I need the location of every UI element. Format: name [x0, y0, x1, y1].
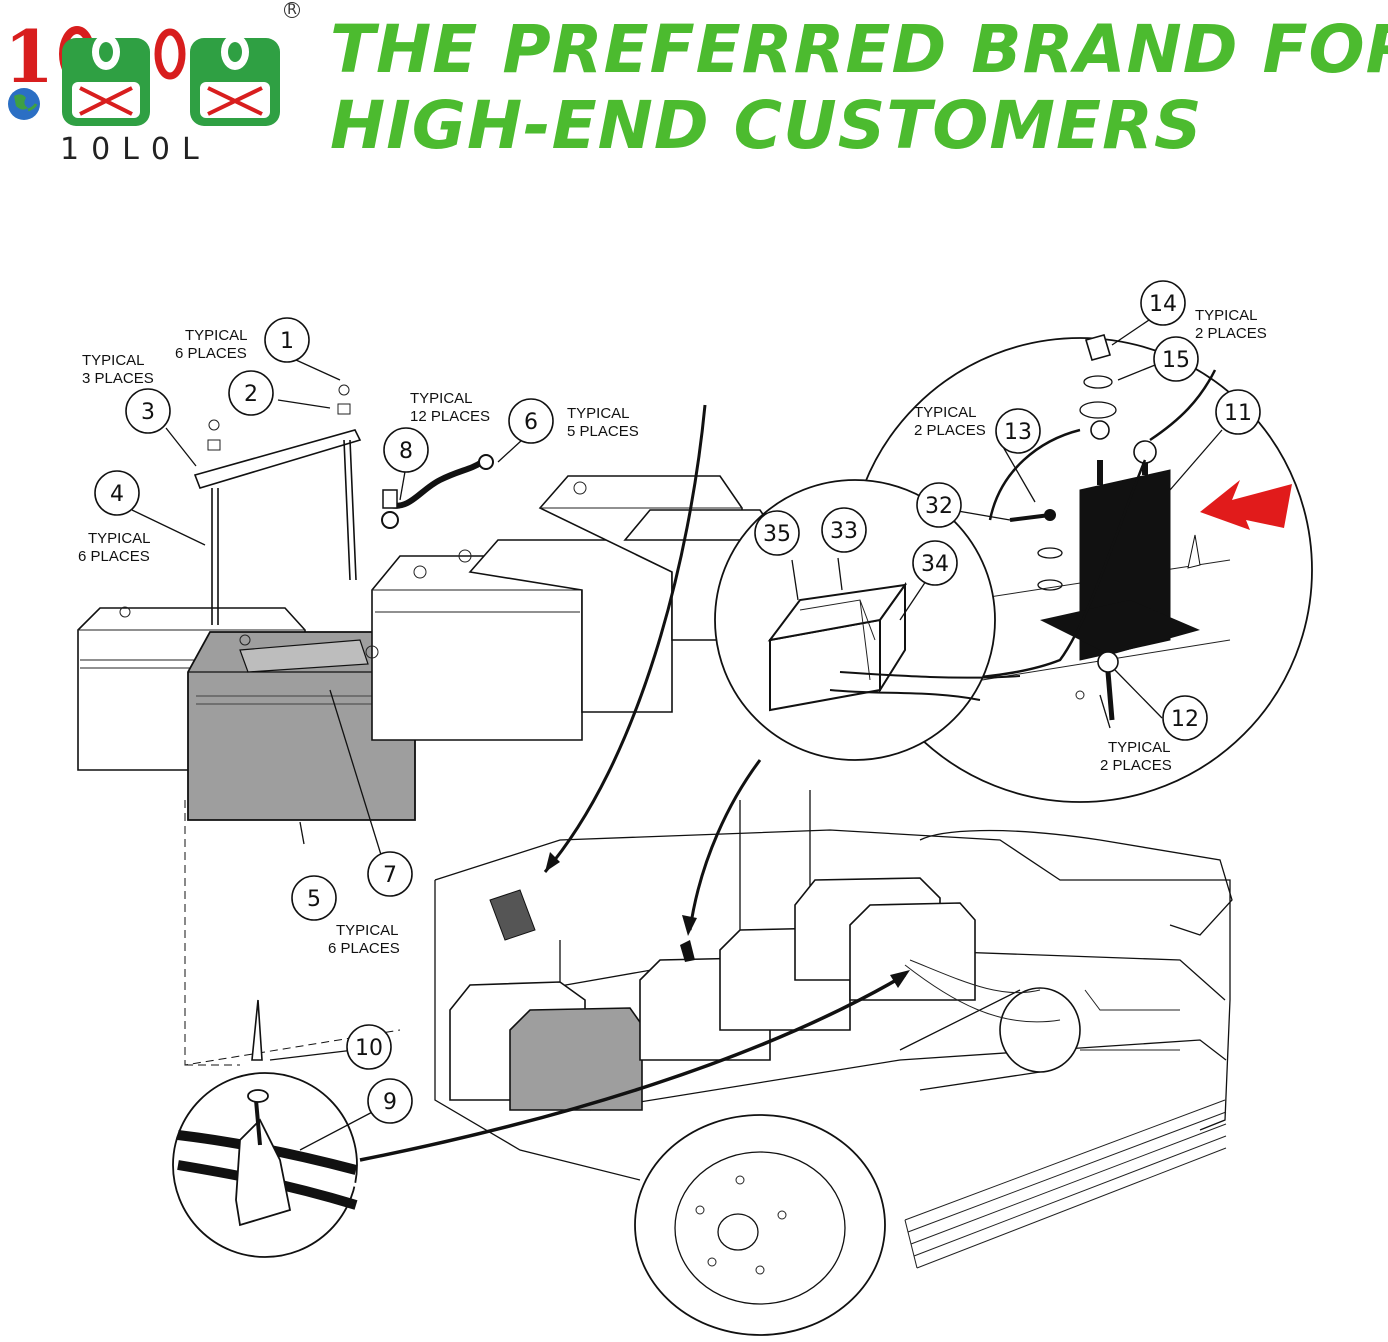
note-typical-1: TYPICAL 6 PLACES	[175, 327, 248, 362]
callout-5: 5	[291, 875, 337, 921]
svg-text:TYPICAL: TYPICAL	[410, 390, 473, 407]
svg-text:8: 8	[399, 439, 413, 464]
globe-icon	[8, 88, 40, 120]
connector-curves	[359, 404, 910, 1162]
svg-text:6 PLACES: 6 PLACES	[328, 940, 400, 957]
svg-text:13: 13	[1004, 420, 1032, 445]
svg-text:11: 11	[1224, 401, 1252, 426]
callout-13: 13	[995, 408, 1041, 454]
callout-3: 3	[125, 388, 171, 434]
svg-text:6 PLACES: 6 PLACES	[78, 548, 150, 565]
svg-text:2 PLACES: 2 PLACES	[1100, 757, 1172, 774]
svg-text:2 PLACES: 2 PLACES	[1195, 325, 1267, 342]
callout-12: 12	[1162, 695, 1208, 741]
red-arrow-icon	[1200, 480, 1292, 530]
callout-8: 8	[383, 427, 429, 473]
headline: THE PREFERRED BRAND FOR HIGH-END CUSTOME…	[330, 12, 1388, 164]
note-typical-5: TYPICAL 6 PLACES	[328, 922, 400, 957]
hold-down-hardware	[193, 384, 494, 625]
callout-7: 7	[367, 851, 413, 897]
svg-text:2 PLACES: 2 PLACES	[914, 422, 986, 439]
note-typical-8: TYPICAL 12 PLACES	[410, 390, 490, 425]
callout-15: 15	[1153, 336, 1199, 382]
svg-text:5 PLACES: 5 PLACES	[567, 423, 639, 440]
callout-2: 2	[228, 370, 274, 416]
note-typical-4: TYPICAL 6 PLACES	[78, 530, 151, 565]
svg-text:TYPICAL: TYPICAL	[82, 352, 145, 369]
svg-text:TYPICAL: TYPICAL	[567, 405, 630, 422]
registered-mark: R	[284, 2, 300, 18]
battery-group-left	[77, 475, 781, 821]
callout-9: 9	[367, 1078, 413, 1124]
headline-line-1: THE PREFERRED BRAND FOR	[330, 11, 1388, 88]
callout-35: 35	[754, 510, 800, 556]
svg-text:5: 5	[307, 887, 321, 912]
note-typical-14: TYPICAL 2 PLACES	[1195, 307, 1267, 342]
svg-text:1: 1	[4, 14, 54, 99]
svg-text:4: 4	[110, 482, 124, 507]
svg-text:2: 2	[244, 382, 258, 407]
svg-text:35: 35	[763, 522, 791, 547]
callout-32: 32	[916, 482, 962, 528]
svg-text:TYPICAL: TYPICAL	[914, 404, 977, 421]
note-typical-6: TYPICAL 5 PLACES	[567, 405, 639, 440]
header: 1 10L0L R THE PREFERRED BRAND FOR HIGH-E…	[0, 0, 1388, 200]
callout-10: 10	[346, 1024, 392, 1070]
svg-text:32: 32	[925, 494, 953, 519]
svg-text:TYPICAL: TYPICAL	[88, 530, 151, 547]
svg-text:12 PLACES: 12 PLACES	[410, 408, 490, 425]
svg-text:3: 3	[141, 400, 155, 425]
svg-text:1: 1	[280, 329, 294, 354]
svg-text:33: 33	[830, 519, 858, 544]
svg-text:TYPICAL: TYPICAL	[336, 922, 399, 939]
golf-cart-body	[184, 790, 1233, 1336]
callout-11: 11	[1215, 389, 1261, 435]
callout-6: 6	[508, 398, 554, 444]
svg-text:3 PLACES: 3 PLACES	[82, 370, 154, 387]
parts-diagram: 1 2 3 4 5 6 7 8 9 10 11 12 13 14 15 32 3…	[77, 280, 1313, 1336]
svg-text:6 PLACES: 6 PLACES	[175, 345, 247, 362]
note-typical-13: TYPICAL 2 PLACES	[914, 404, 986, 439]
brand-logo: 1	[4, 14, 280, 126]
callout-33: 33	[821, 507, 867, 553]
callout-34: 34	[912, 540, 958, 586]
svg-text:TYPICAL: TYPICAL	[185, 327, 248, 344]
svg-text:14: 14	[1149, 292, 1177, 317]
callout-14: 14	[1140, 280, 1186, 326]
note-typical-12: TYPICAL 2 PLACES	[1100, 739, 1172, 774]
headline-line-2: HIGH-END CUSTOMERS	[330, 87, 1203, 164]
callout-4: 4	[94, 470, 140, 516]
rivet	[251, 999, 263, 1061]
svg-text:34: 34	[921, 552, 949, 577]
detail-view-clip	[172, 1072, 358, 1258]
svg-text:7: 7	[383, 863, 397, 888]
callout-1: 1	[264, 317, 310, 363]
svg-text:15: 15	[1162, 348, 1190, 373]
leader-lines	[131, 317, 1223, 1151]
svg-text:TYPICAL: TYPICAL	[1108, 739, 1171, 756]
svg-text:10: 10	[355, 1036, 383, 1061]
svg-text:TYPICAL: TYPICAL	[1195, 307, 1258, 324]
svg-text:9: 9	[383, 1090, 397, 1115]
svg-text:12: 12	[1171, 707, 1199, 732]
brand-name: 10L0L	[60, 132, 211, 167]
svg-text:6: 6	[524, 410, 538, 435]
note-typical-3: TYPICAL 3 PLACES	[82, 352, 154, 387]
